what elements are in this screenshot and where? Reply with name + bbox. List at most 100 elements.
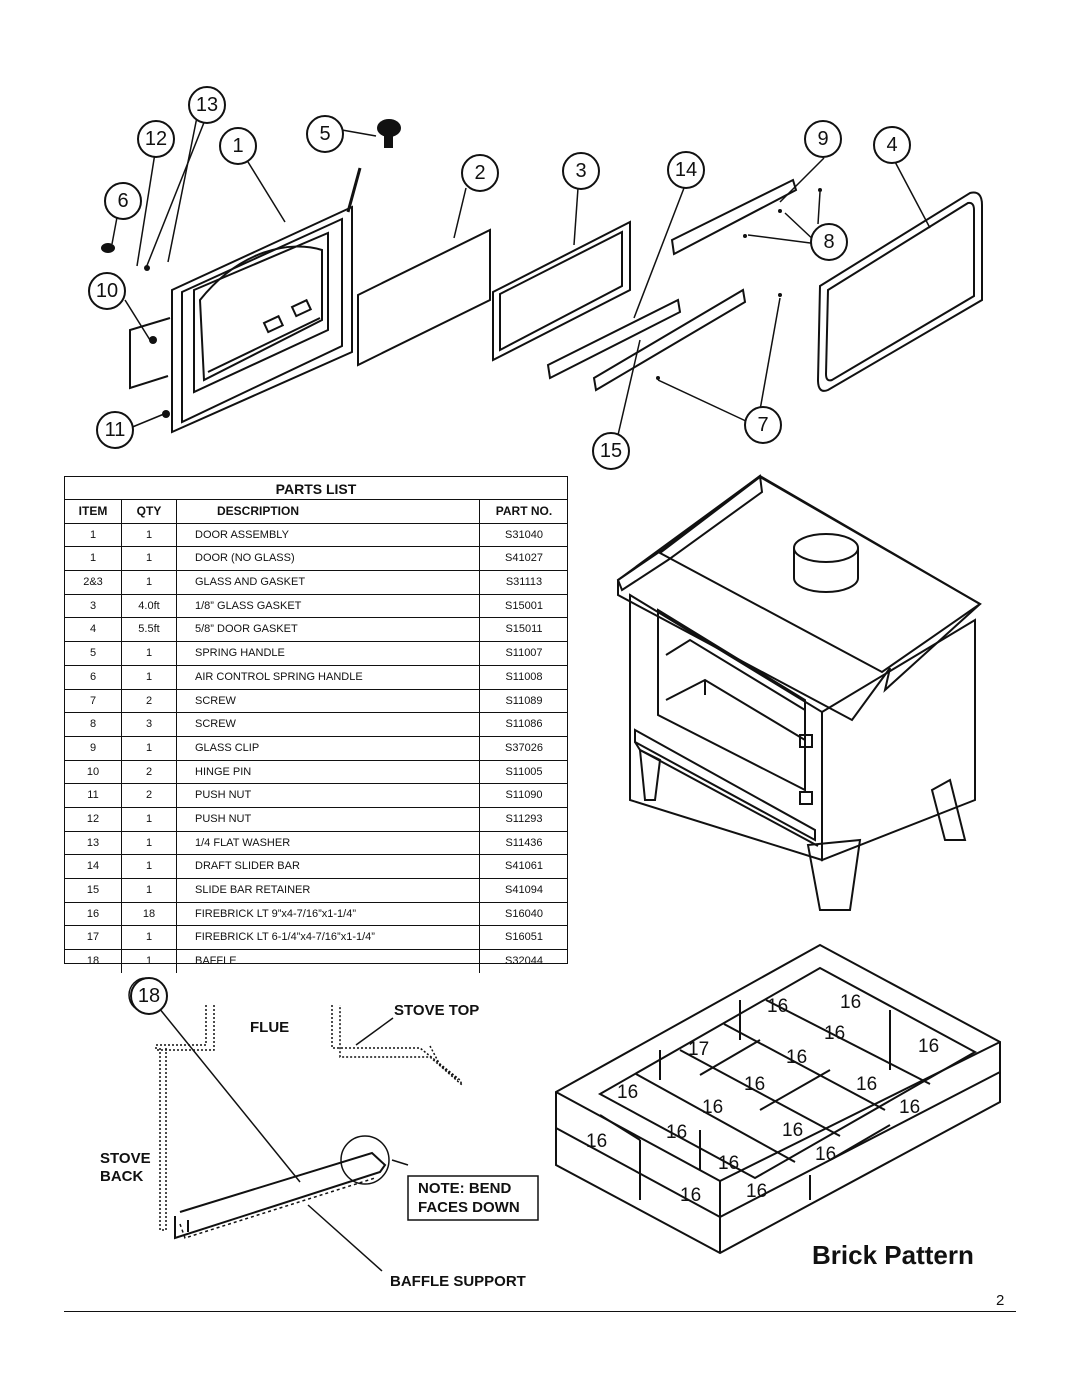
parts-list-title: PARTS LIST (65, 477, 567, 500)
brick-label: 16 (680, 1185, 702, 1206)
item-cell: 16 (65, 902, 122, 926)
part-no-cell: S11005 (505, 765, 543, 778)
qty-cell: 2 (122, 689, 177, 713)
callout-15: 15 (592, 432, 630, 470)
callout-9: 9 (804, 120, 842, 158)
qty-cell: 1 (122, 642, 177, 665)
note-label-1: NOTE: BEND (418, 1180, 512, 1197)
item-cell: 1 (65, 547, 122, 571)
brick-label: 16 (918, 1036, 940, 1057)
baffle-support-label: BAFFLE SUPPORT (390, 1273, 526, 1290)
qty-cell: 1 (122, 523, 177, 547)
description-cell: DOOR ASSEMBLY (177, 523, 480, 547)
item-cell: 2&3 (65, 571, 122, 594)
header-part-no: PART NO. (495, 504, 553, 518)
description-cell: GLASS CLIP (177, 736, 480, 760)
callout-6: 6 (104, 182, 142, 220)
brick-label: 16 (617, 1082, 639, 1103)
item-cell: 3 (65, 594, 122, 618)
qty-cell: 4.0ft (122, 594, 177, 618)
part-no-cell: S37026 (505, 741, 543, 754)
description-cell: 1/8” GLASS GASKET (177, 594, 480, 618)
item-cell: 17 (65, 926, 122, 950)
header-item: ITEM (65, 500, 122, 523)
description-cell: SPRING HANDLE (177, 642, 480, 665)
part-no-cell: S16040 (505, 907, 543, 920)
item-cell: 1 (65, 523, 122, 547)
brick-label: 16 (782, 1120, 804, 1141)
description-cell: SLIDE BAR RETAINER (177, 879, 480, 902)
brick-label: 16 (666, 1122, 688, 1143)
qty-cell: 1 (122, 879, 177, 902)
description-cell: HINGE PIN (177, 760, 480, 784)
callout-2: 2 (461, 154, 499, 192)
qty-cell: 3 (122, 713, 177, 736)
brick-label: 16 (815, 1144, 837, 1165)
qty-cell: 2 (122, 760, 177, 784)
callout-7: 7 (744, 406, 782, 444)
brick-label: 16 (746, 1181, 768, 1202)
description-cell: SCREW (177, 689, 480, 713)
callout-14: 14 (667, 151, 705, 189)
brick-label: 16 (899, 1097, 921, 1118)
description-cell: AIR CONTROL SPRING HANDLE (177, 665, 480, 689)
qty-cell: 1 (122, 547, 177, 571)
description-cell: 1/4 FLAT WASHER (177, 831, 480, 855)
callout-13: 13 (188, 86, 226, 124)
part-no-cell: S41027 (505, 552, 543, 565)
qty-cell: 1 (122, 571, 177, 594)
stove-back-label-1: STOVE (100, 1150, 151, 1167)
qty-cell: 1 (122, 926, 177, 950)
part-no-cell: S31113 (505, 576, 543, 589)
footer-rule (64, 1311, 1016, 1312)
callout-11: 11 (96, 411, 134, 449)
qty-cell: 1 (122, 855, 177, 878)
part-no-cell: S11086 (505, 718, 543, 731)
callout-3: 3 (562, 152, 600, 190)
qty-cell: 1 (122, 807, 177, 831)
part-no-cell: S41094 (505, 884, 543, 896)
qty-cell: 1 (122, 736, 177, 760)
item-cell: 14 (65, 855, 122, 878)
stove-back-label-2: BACK (100, 1168, 144, 1185)
part-no-cell: S15001 (505, 599, 543, 612)
brick-label: 16 (767, 996, 789, 1017)
part-no-cell: S16051 (505, 931, 543, 944)
note-label-2: FACES DOWN (418, 1199, 520, 1216)
part-no-cell: S31040 (505, 528, 543, 541)
item-cell: 15 (65, 879, 122, 902)
item-cell: 18 (65, 950, 122, 973)
description-cell: PUSH NUT (177, 807, 480, 831)
callout-10: 10 (88, 272, 126, 310)
table-header-row: ITEM QTY DESCRIPTION PART NO. (65, 500, 567, 524)
part-no-cell: S11007 (505, 647, 543, 660)
item-cell: 8 (65, 713, 122, 736)
qty-cell: 1 (122, 950, 177, 973)
description-cell: DRAFT SLIDER BAR (177, 855, 480, 878)
brick-label: 16 (718, 1153, 740, 1174)
brick-label: 16 (786, 1047, 808, 1068)
item-cell: 7 (65, 689, 122, 713)
qty-cell: 1 (122, 831, 177, 855)
part-no-cell: S11089 (505, 694, 543, 707)
header-qty: QTY (122, 500, 177, 523)
part-no-cell: S11436 (505, 836, 543, 849)
item-cell: 6 (65, 665, 122, 689)
item-cell: 4 (65, 618, 122, 642)
header-description: DESCRIPTION (177, 500, 480, 523)
